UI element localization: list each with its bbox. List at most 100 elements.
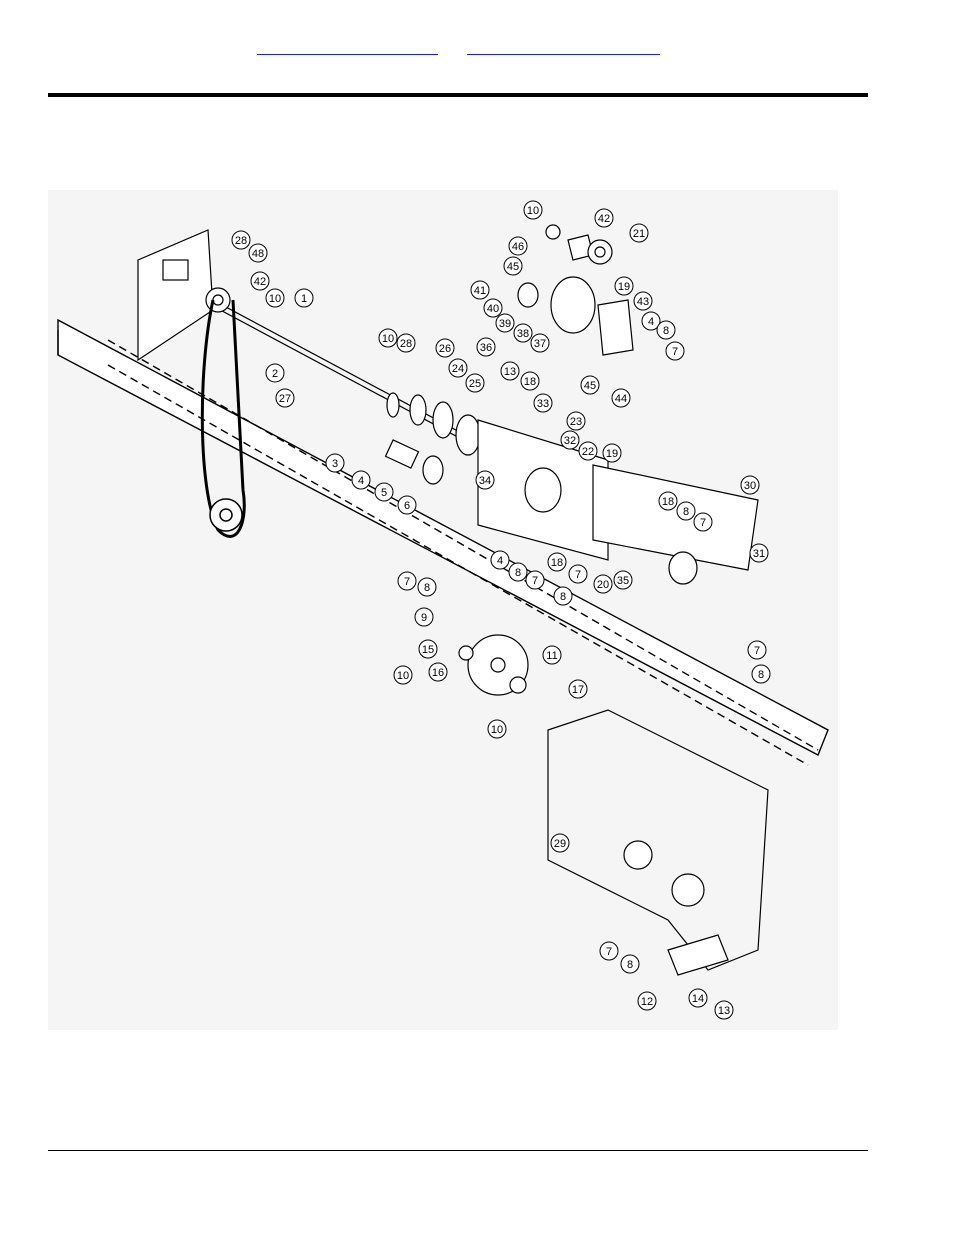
svg-text:38: 38 — [517, 328, 529, 340]
header-rule — [48, 93, 868, 97]
header-link-right[interactable] — [467, 40, 660, 55]
callout-10-d: 10 — [394, 666, 412, 684]
svg-text:4: 4 — [648, 316, 654, 328]
svg-text:10: 10 — [397, 670, 409, 682]
svg-text:22: 22 — [582, 446, 594, 458]
callout-42-b: 42 — [251, 272, 269, 290]
svg-text:7: 7 — [404, 576, 410, 588]
callout-12: 12 — [638, 992, 656, 1010]
callout-18-a: 18 — [521, 372, 539, 390]
callout-16: 16 — [429, 663, 447, 681]
svg-text:19: 19 — [606, 448, 618, 460]
callout-5: 5 — [375, 483, 393, 501]
callout-8-c: 8 — [509, 563, 527, 581]
callout-7-e: 7 — [398, 572, 416, 590]
lower-sprocket — [210, 499, 242, 531]
callout-8-b: 8 — [677, 502, 695, 520]
svg-text:28: 28 — [400, 338, 412, 350]
svg-text:18: 18 — [662, 496, 674, 508]
callout-23: 23 — [567, 412, 585, 430]
svg-text:28: 28 — [235, 235, 247, 247]
parts-diagram: 10 42 21 46 45 19 43 41 40 39 38 37 36 4… — [48, 190, 838, 1030]
svg-text:17: 17 — [572, 684, 584, 696]
svg-text:13: 13 — [718, 1005, 730, 1017]
callout-18-b: 18 — [659, 492, 677, 510]
callout-8-d: 8 — [418, 578, 436, 596]
callout-46: 46 — [509, 237, 527, 255]
callout-45-b: 45 — [581, 376, 599, 394]
callout-4-c: 4 — [491, 551, 509, 569]
svg-text:1: 1 — [301, 293, 307, 305]
svg-text:41: 41 — [474, 285, 486, 297]
callout-8-g: 8 — [621, 955, 639, 973]
svg-text:35: 35 — [617, 575, 629, 587]
callout-29: 29 — [551, 834, 569, 852]
callout-30: 30 — [741, 476, 759, 494]
callout-10-e: 10 — [488, 720, 506, 738]
svg-text:8: 8 — [663, 325, 669, 337]
svg-text:10: 10 — [269, 293, 281, 305]
callout-2: 2 — [266, 364, 284, 382]
svg-text:30: 30 — [744, 480, 756, 492]
svg-text:48: 48 — [252, 248, 264, 260]
svg-text:8: 8 — [515, 567, 521, 579]
svg-text:10: 10 — [382, 333, 394, 345]
callout-14: 14 — [689, 989, 707, 1007]
callout-27: 27 — [276, 389, 294, 407]
callout-10-a: 10 — [524, 201, 542, 219]
callout-40: 40 — [484, 299, 502, 317]
svg-text:8: 8 — [758, 669, 764, 681]
svg-text:18: 18 — [551, 557, 563, 569]
callout-37: 37 — [531, 334, 549, 352]
svg-text:39: 39 — [499, 318, 511, 330]
callout-41: 41 — [471, 281, 489, 299]
callout-21: 21 — [630, 224, 648, 242]
svg-text:7: 7 — [672, 346, 678, 358]
left-bearing-plate — [138, 230, 230, 360]
callout-7-d: 7 — [569, 565, 587, 583]
svg-text:14: 14 — [692, 993, 704, 1005]
svg-text:23: 23 — [570, 416, 582, 428]
callout-6: 6 — [398, 496, 416, 514]
svg-text:8: 8 — [424, 582, 430, 594]
callout-13-b: 13 — [715, 1001, 733, 1019]
svg-text:15: 15 — [422, 644, 434, 656]
callout-19-b: 19 — [603, 444, 621, 462]
svg-text:36: 36 — [480, 342, 492, 354]
footer-rule — [48, 1150, 868, 1151]
callout-34: 34 — [476, 471, 494, 489]
callout-17: 17 — [569, 680, 587, 698]
callout-3: 3 — [326, 454, 344, 472]
svg-text:2: 2 — [272, 368, 278, 380]
svg-text:42: 42 — [254, 276, 266, 288]
svg-text:37: 37 — [534, 338, 546, 350]
middle-bearing-stack — [386, 393, 480, 484]
callout-31: 31 — [750, 544, 768, 562]
row-unit-frame — [548, 710, 768, 975]
svg-text:46: 46 — [512, 241, 524, 253]
callout-45-a: 45 — [504, 257, 522, 275]
lower-drive-sprocket — [459, 635, 528, 695]
callout-7-a: 7 — [666, 342, 684, 360]
callout-48: 48 — [249, 244, 267, 262]
svg-text:32: 32 — [564, 435, 576, 447]
housing-plate — [478, 420, 758, 584]
callout-33: 33 — [534, 394, 552, 412]
svg-text:27: 27 — [279, 393, 291, 405]
callout-38: 38 — [514, 324, 532, 342]
svg-text:9: 9 — [421, 612, 427, 624]
callout-28-a: 28 — [232, 231, 250, 249]
callout-1: 1 — [295, 289, 313, 307]
header-link-left[interactable] — [257, 40, 438, 55]
callout-43: 43 — [634, 292, 652, 310]
svg-text:10: 10 — [491, 724, 503, 736]
callout-26: 26 — [436, 339, 454, 357]
svg-text:24: 24 — [452, 363, 464, 375]
svg-text:19: 19 — [618, 281, 630, 293]
callout-10-b: 10 — [266, 289, 284, 307]
svg-text:7: 7 — [700, 517, 706, 529]
svg-text:5: 5 — [381, 487, 387, 499]
svg-text:25: 25 — [469, 378, 481, 390]
exploded-view-drawing: 10 42 21 46 45 19 43 41 40 39 38 37 36 4… — [48, 190, 838, 1030]
svg-text:21: 21 — [633, 228, 645, 240]
